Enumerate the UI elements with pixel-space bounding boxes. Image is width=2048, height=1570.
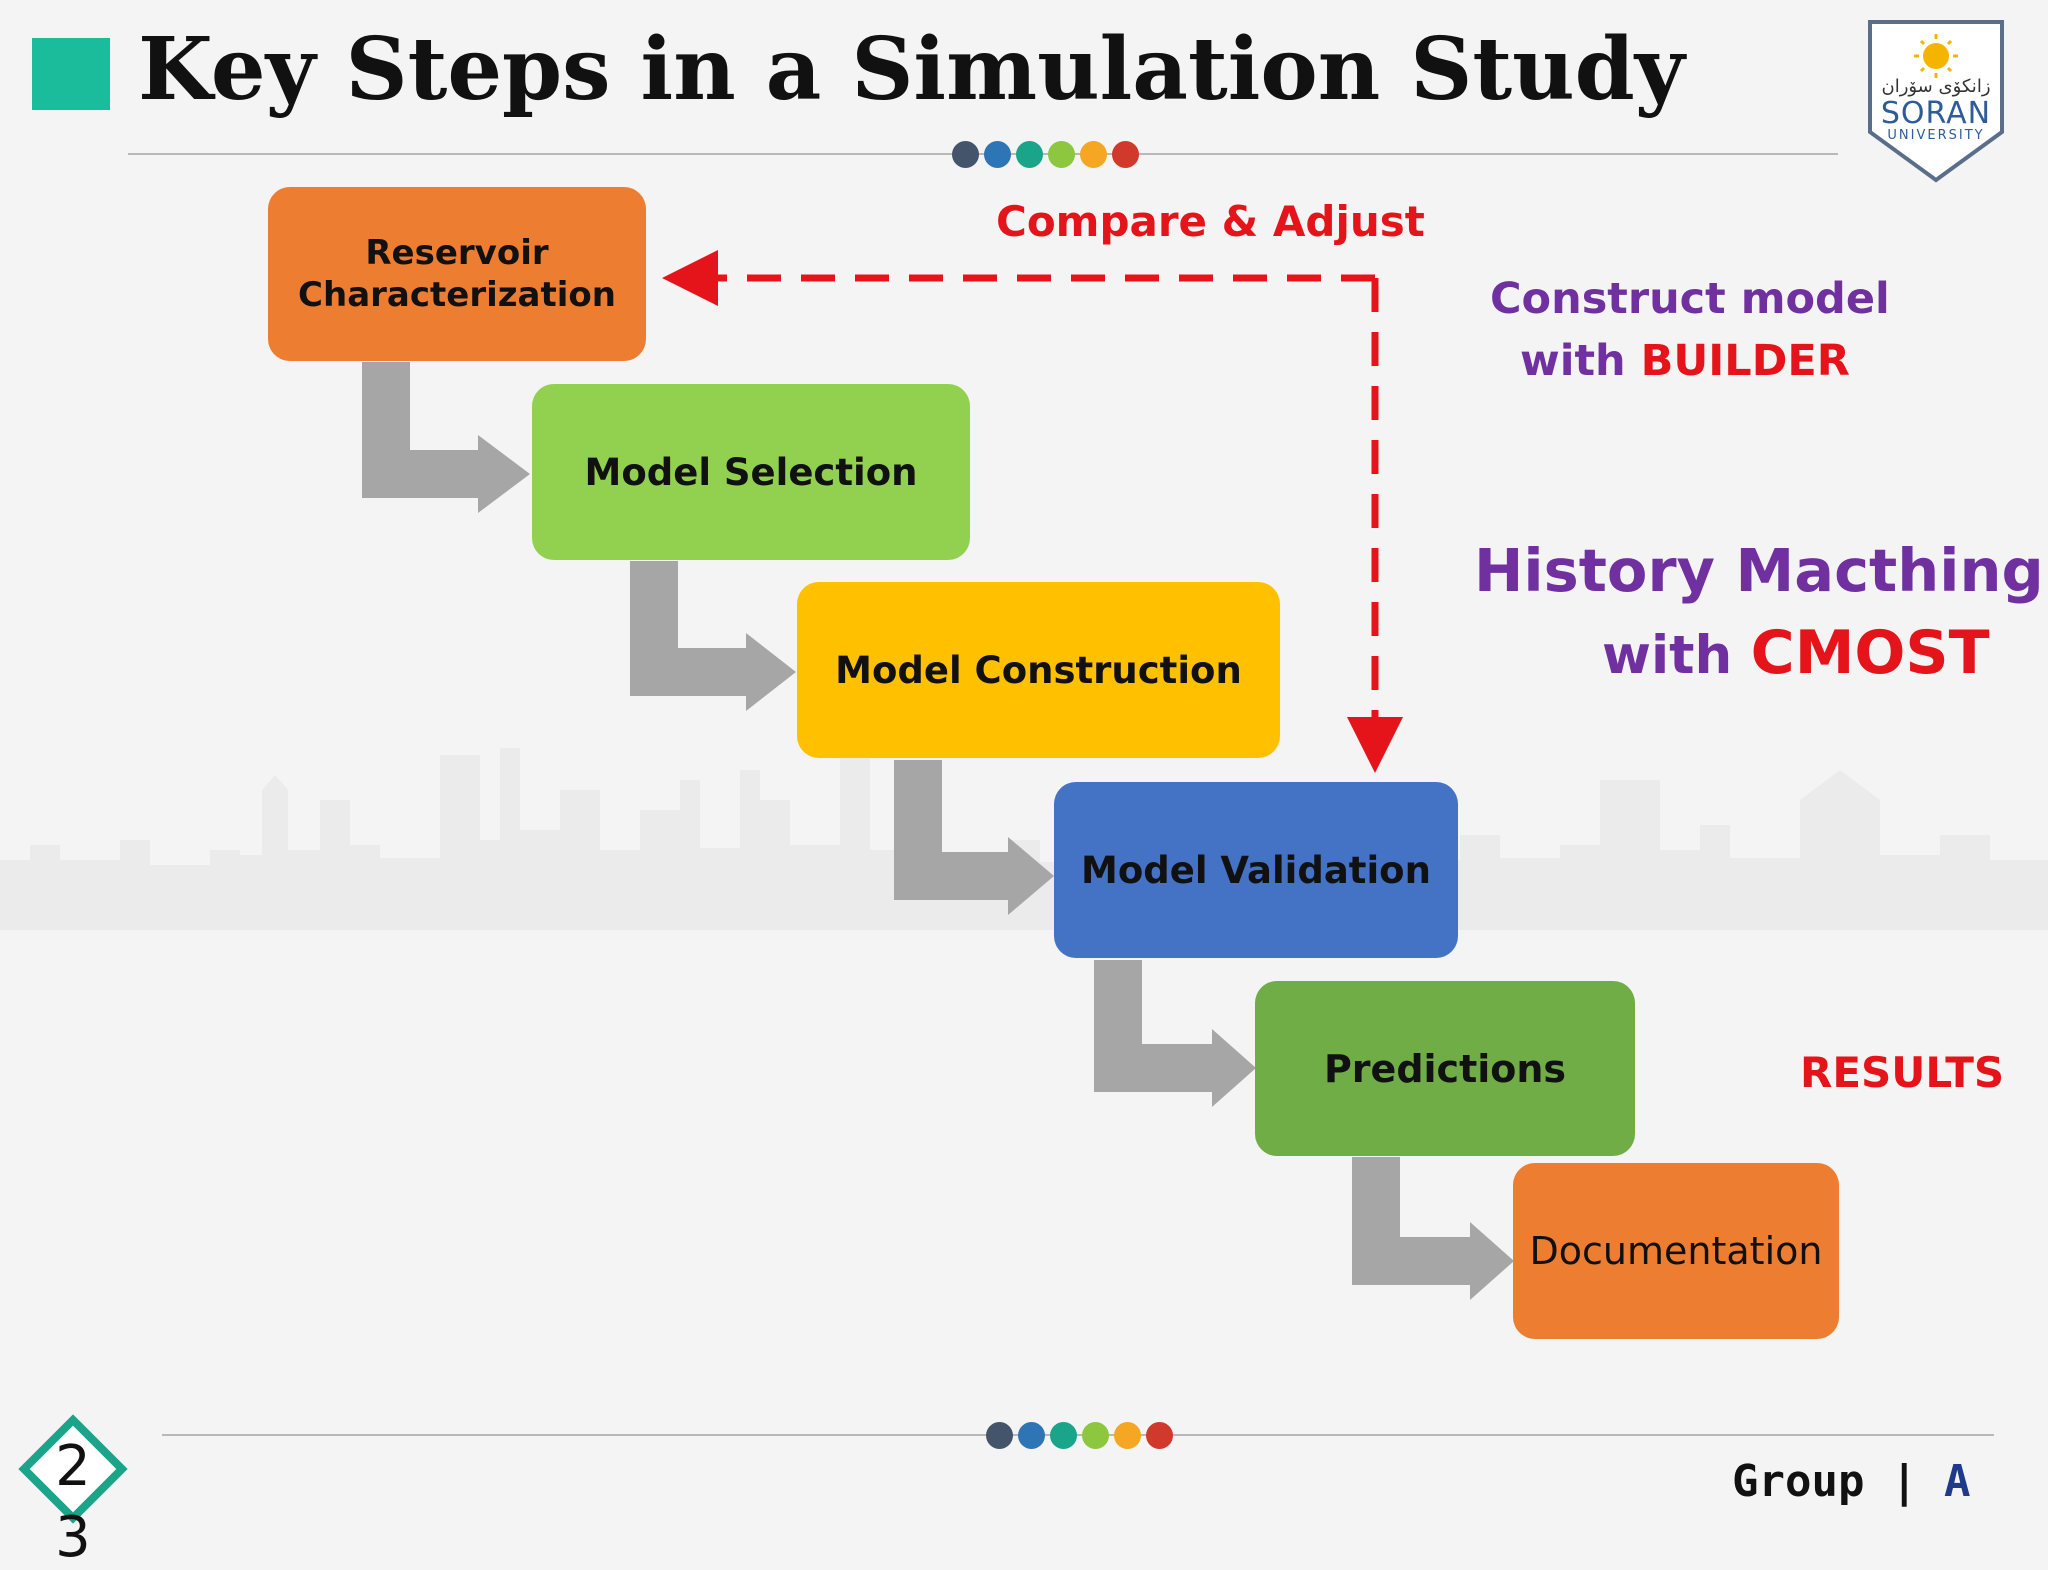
dot (1050, 1422, 1077, 1449)
construct-model-line1: Construct model (1490, 274, 1890, 324)
dot (984, 141, 1011, 168)
header-divider (128, 153, 1838, 155)
logo-shield (1868, 20, 2004, 183)
history-with-prefix: with (1602, 625, 1751, 686)
step-model-validation: Model Validation (1054, 782, 1458, 958)
step-reservoir-characterization: Reservoir Characterization (268, 187, 646, 361)
dot (1082, 1422, 1109, 1449)
connector-arrow-5 (1352, 1157, 1514, 1300)
cmost-tool-name: CMOST (1750, 618, 1990, 688)
logo-name: SORAN (1880, 96, 1992, 131)
dot (1048, 141, 1075, 168)
page-number-overflow: 3 (55, 1505, 91, 1570)
group-label: Group | A (1732, 1456, 1970, 1507)
step-model-selection: Model Selection (532, 384, 970, 560)
skyline-background (0, 748, 2048, 930)
dot (1080, 141, 1107, 168)
step-predictions: Predictions (1255, 981, 1635, 1156)
builder-tool-name: BUILDER (1640, 336, 1850, 386)
group-prefix: Group (1732, 1456, 1865, 1507)
page-number: 2 (55, 1434, 91, 1499)
results-label: RESULTS (1800, 1048, 2005, 1097)
sun-icon (1923, 43, 1949, 69)
title-accent-square (32, 38, 110, 110)
connector-arrow-1 (362, 362, 530, 513)
group-separator: | (1890, 1456, 1918, 1507)
dot (1112, 141, 1139, 168)
page-number-badge: 2 3 (18, 1414, 128, 1566)
step-model-construction: Model Construction (797, 582, 1280, 758)
dot (952, 141, 979, 168)
logo-arabic-text: زانكۆی سۆران (1881, 76, 1991, 97)
step-documentation: Documentation (1513, 1163, 1839, 1339)
compare-adjust-label: Compare & Adjust (996, 197, 1425, 246)
connector-arrow-3 (894, 760, 1054, 915)
logo-subtitle: UNIVERSITY (1887, 128, 1985, 143)
dot (986, 1422, 1013, 1449)
construct-with-prefix: with (1520, 336, 1641, 386)
dot (1016, 141, 1043, 168)
footer-divider (162, 1434, 1994, 1436)
dot (1114, 1422, 1141, 1449)
connector-arrow-2 (630, 561, 796, 711)
flow-connectors (362, 250, 1514, 1300)
history-matching-line2: with CMOST (1602, 618, 1990, 688)
group-letter: A (1943, 1456, 1971, 1507)
connector-arrow-4 (1094, 960, 1256, 1107)
footer-dots (986, 1422, 1173, 1449)
dot (1146, 1422, 1173, 1449)
dot (1018, 1422, 1045, 1449)
slide-title: Key Steps in a Simulation Study (138, 19, 1685, 120)
construct-model-line2: with BUILDER (1520, 336, 1850, 386)
header-dots (952, 141, 1139, 168)
diamond-icon (18, 1414, 128, 1524)
university-logo: زانكۆی سۆران SORAN UNIVERSITY (1866, 20, 2006, 183)
history-matching-line1: History Macthing (1474, 536, 2044, 605)
